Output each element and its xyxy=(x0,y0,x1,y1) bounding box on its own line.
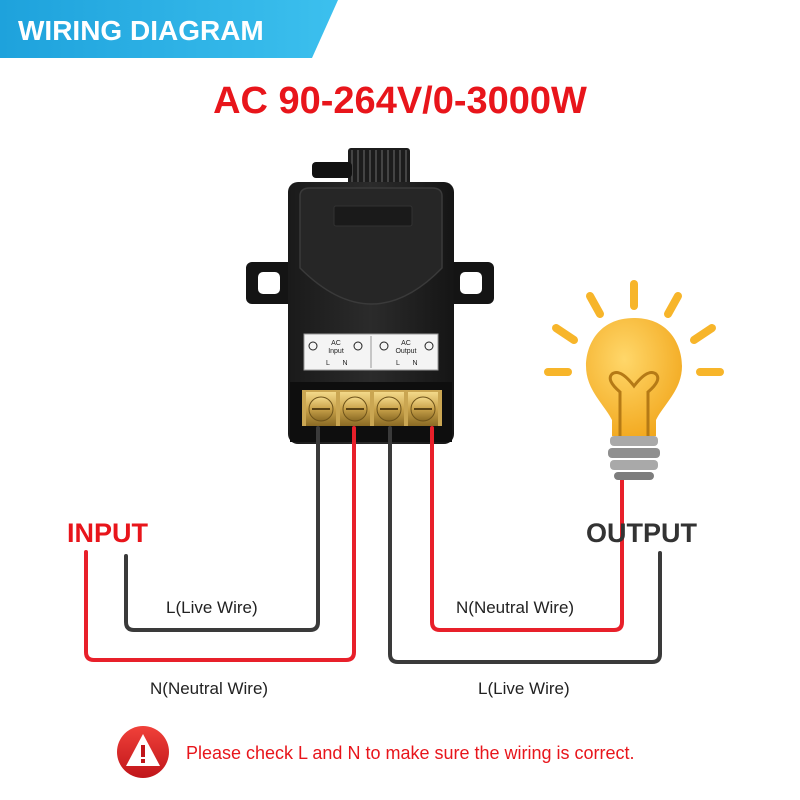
warning-text: Please check L and N to make sure the wi… xyxy=(186,743,635,763)
input-neutral-label: N(Neutral Wire) xyxy=(150,679,268,698)
terminal-panel: AC Input AC Output L N L N xyxy=(303,333,439,371)
terminal-output-l: L xyxy=(396,360,400,367)
output-neutral-wire xyxy=(430,426,624,632)
screw-terminal-4 xyxy=(408,392,438,426)
warning-notice: Please check L and N to make sure the wi… xyxy=(117,726,635,778)
input-live-label: L(Live Wire) xyxy=(166,598,258,617)
terminal-output-n: N xyxy=(412,360,417,367)
output-label: OUTPUT xyxy=(586,518,698,548)
banner-background xyxy=(0,0,338,58)
screw-terminal-3 xyxy=(374,392,404,426)
antenna xyxy=(312,148,410,186)
mounting-ear-right xyxy=(446,262,494,304)
banner: WIRING DIAGRAM xyxy=(0,0,338,58)
terminal-input-l: L xyxy=(326,360,330,367)
input-live-wire xyxy=(124,426,320,632)
terminal-output-title-1: AC xyxy=(401,340,411,347)
indicator-window xyxy=(333,205,413,227)
terminal-input-title-2: Input xyxy=(328,348,344,355)
output-live-wire xyxy=(388,426,662,664)
screw-terminal-1 xyxy=(306,392,336,426)
output-live-label: L(Live Wire) xyxy=(478,679,570,698)
wires xyxy=(84,426,662,664)
screw-terminal-block xyxy=(290,382,452,442)
banner-title: WIRING DIAGRAM xyxy=(18,15,264,46)
terminal-input-n: N xyxy=(342,360,347,367)
input-label: INPUT xyxy=(67,518,149,548)
power-spec: AC 90-264V/0-3000W xyxy=(213,80,587,122)
light-bulb-icon xyxy=(544,280,724,480)
terminal-input-title-1: AC xyxy=(331,340,341,347)
relay-switch: AC Input AC Output L N L N xyxy=(246,148,494,444)
screw-terminal-2 xyxy=(340,392,370,426)
output-neutral-label: N(Neutral Wire) xyxy=(456,598,574,617)
terminal-output-title-2: Output xyxy=(395,348,416,355)
mounting-ear-left xyxy=(246,262,294,304)
input-neutral-wire xyxy=(84,426,356,662)
